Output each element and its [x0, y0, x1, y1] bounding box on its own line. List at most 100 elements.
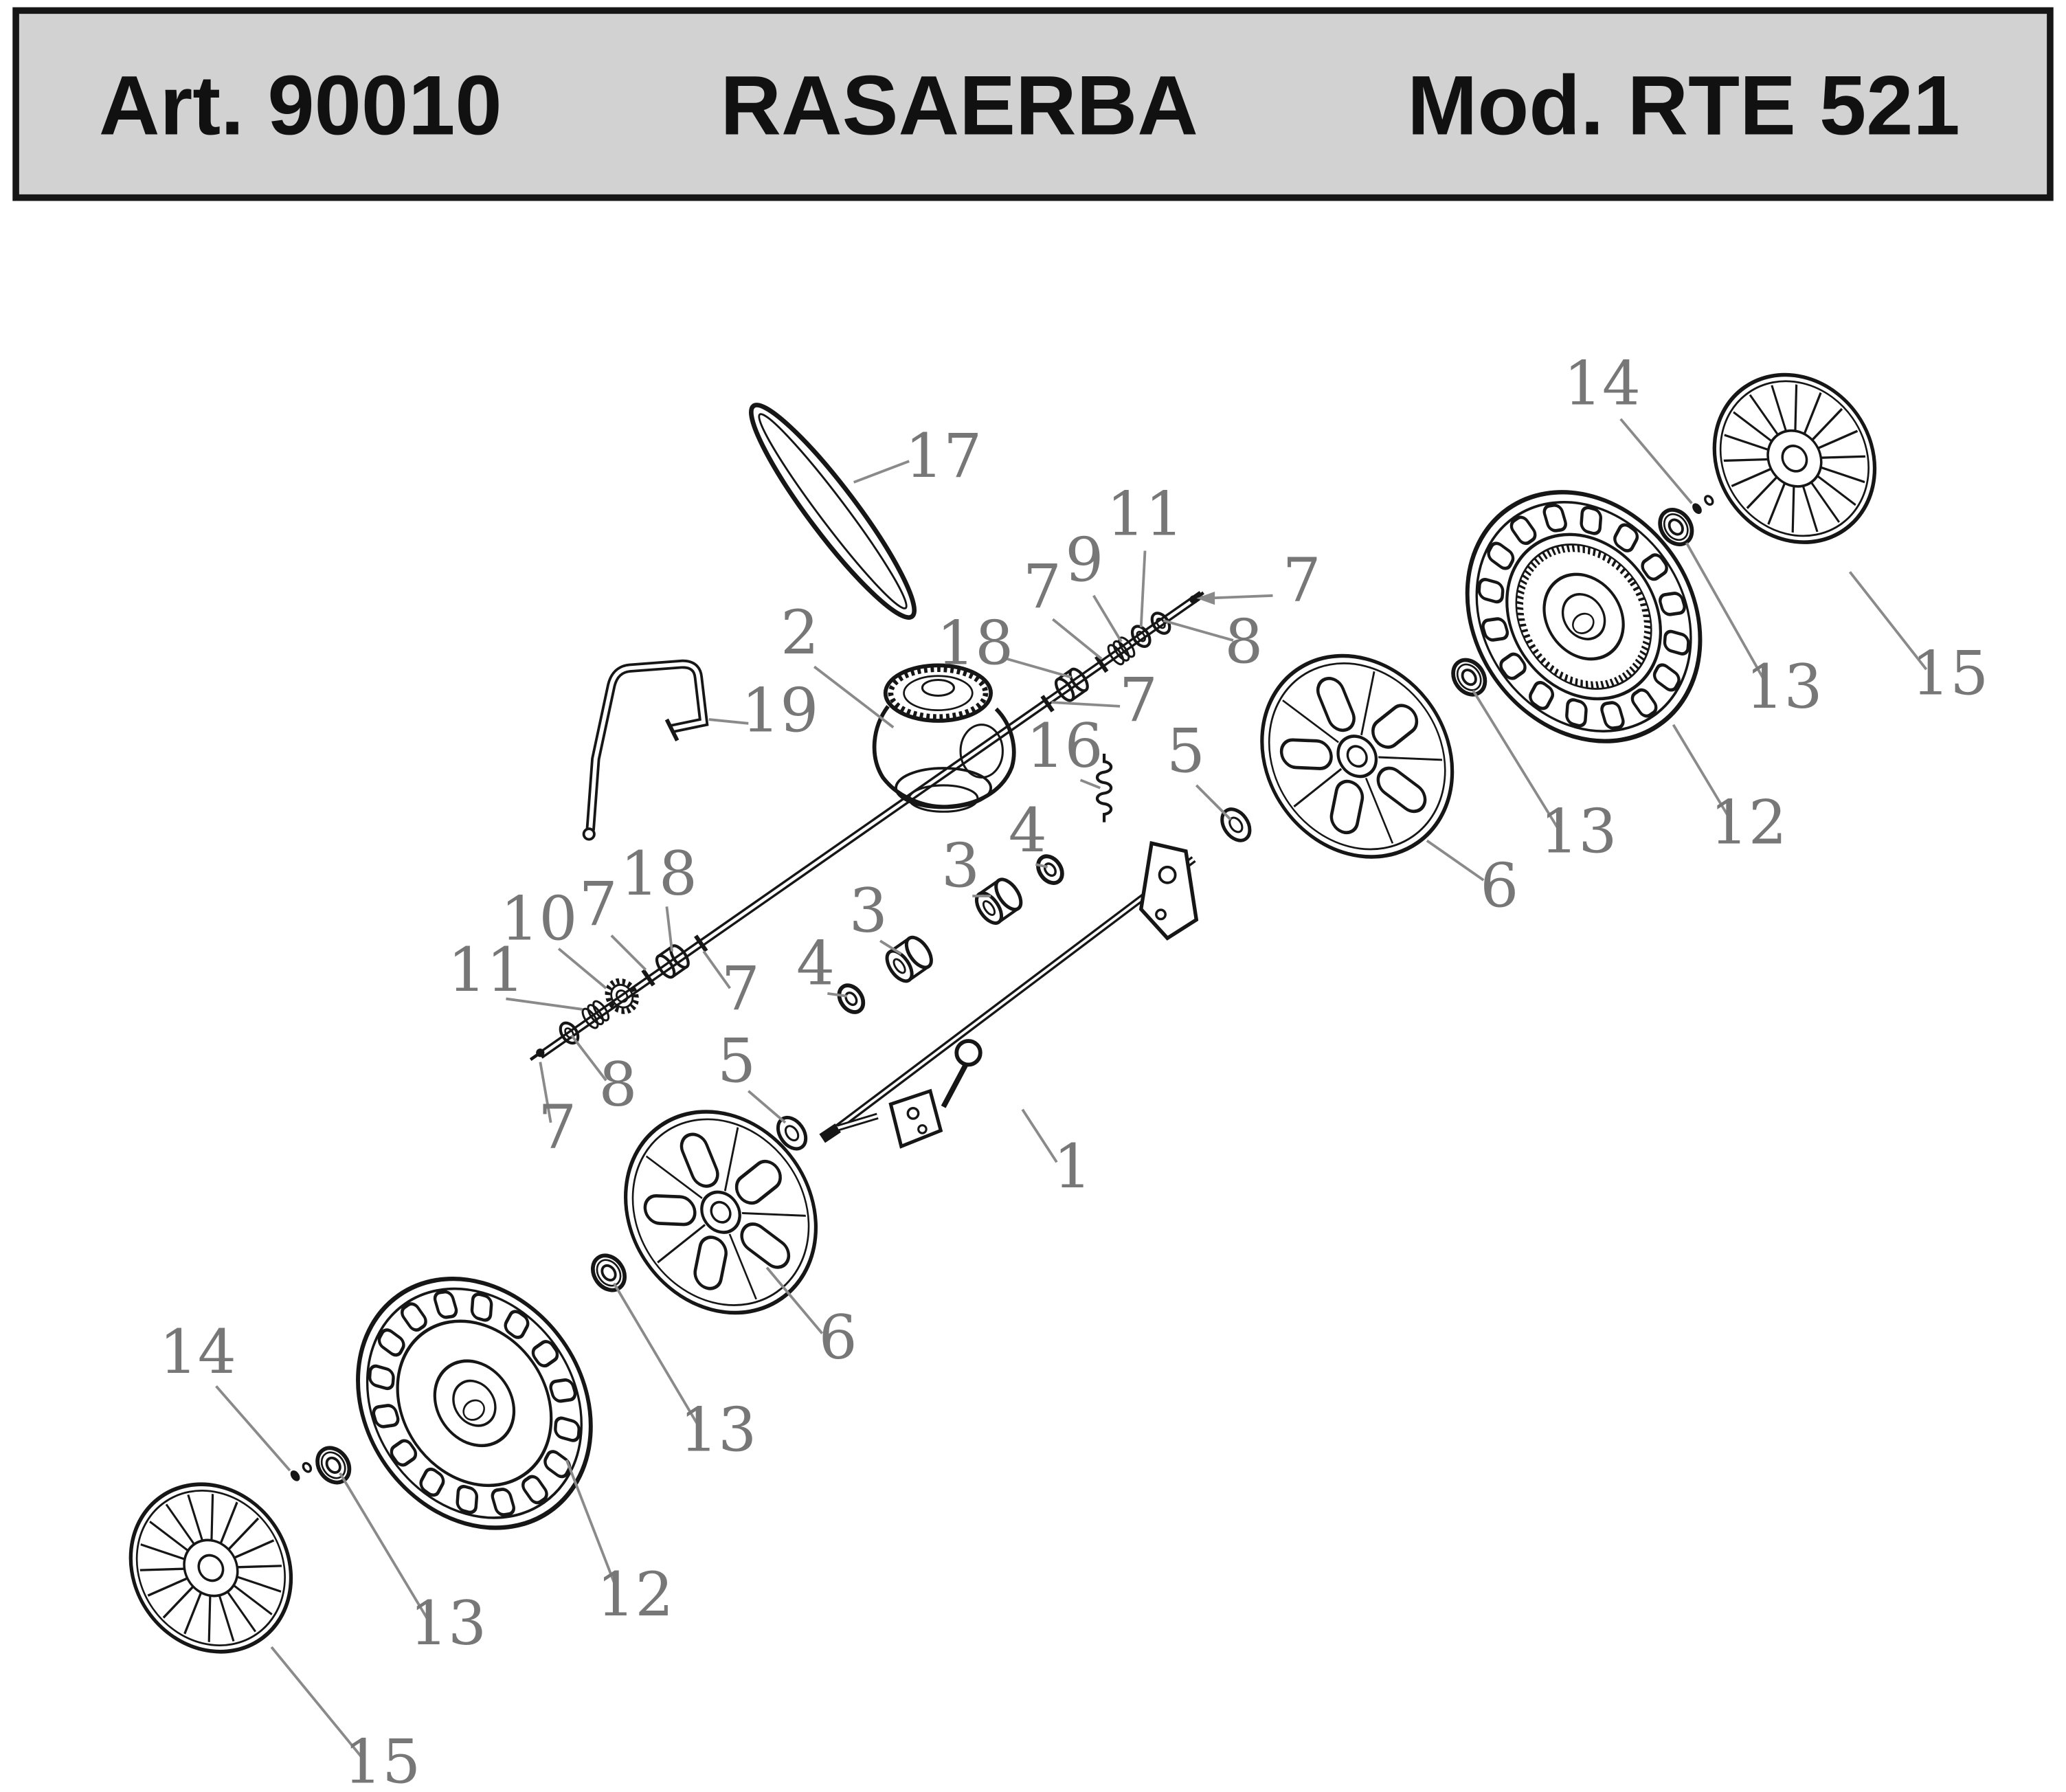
lever-knob: [954, 1039, 983, 1067]
leader-line: [339, 1472, 429, 1619]
callout-6-left: 6: [765, 1266, 857, 1373]
callout-label: 8: [598, 1049, 637, 1120]
leader-line: [748, 1090, 787, 1124]
leader-line: [1021, 1108, 1058, 1163]
callout-label: 7: [721, 953, 760, 1024]
leader-line: [765, 1266, 824, 1334]
leader-line: [1092, 594, 1123, 642]
callout-3-upper: 3: [941, 831, 991, 901]
callout-label: 7: [1283, 544, 1321, 615]
part-nut-4-lower: [834, 981, 868, 1016]
callout-label: 3: [941, 831, 980, 901]
callout-6-right: 6: [1426, 839, 1518, 921]
part-bolt-14-left: [287, 1459, 315, 1484]
callout-4-upper: 4: [1009, 795, 1048, 869]
callout-8-upper: 8: [1163, 607, 1263, 677]
leader-line: [1685, 542, 1767, 684]
leader-line: [1139, 550, 1147, 627]
leader-arrowhead: [1196, 592, 1215, 605]
leader-line: [665, 906, 673, 952]
callout-label: 18: [620, 838, 697, 909]
callout-10: 10: [500, 883, 607, 989]
callout-label: 11: [448, 934, 525, 1005]
leader-line: [610, 934, 647, 971]
part-bearing-13-right-outer: [1654, 504, 1698, 550]
callout-label: 1: [1053, 1131, 1092, 1202]
callout-15-right: 15: [1848, 571, 1988, 709]
callout-label: 18: [936, 607, 1013, 678]
leader-line: [1848, 571, 1928, 671]
callout-label: 7: [538, 1091, 576, 1162]
leader-line: [539, 1062, 552, 1123]
part-bearing-13-left-outer: [311, 1442, 356, 1488]
leader-line: [827, 992, 848, 998]
callout-5-right: 5: [1167, 716, 1232, 821]
callout-label: 12: [596, 1559, 673, 1630]
callout-2: 2: [781, 597, 895, 729]
callout-label: 13: [1540, 796, 1617, 867]
callout-14-left: 14: [159, 1317, 291, 1472]
callout-label: 5: [717, 1025, 756, 1096]
leader-line: [813, 665, 895, 729]
callout-label: 17: [905, 421, 982, 491]
callout-18-lower: 18: [620, 838, 697, 952]
header-model: Mod. RTE 521: [1407, 59, 1960, 153]
callout-label: 2: [781, 597, 819, 668]
wheel-gear-ring: [1516, 544, 1652, 689]
leader-line: [557, 948, 607, 989]
callout-label: 11: [1106, 479, 1183, 550]
header-bar: Art. 90010 RASAERBA Mod. RTE 521: [12, 7, 2054, 201]
leader-line: [1672, 724, 1730, 818]
part-bearing-13-left-inner: [586, 1249, 631, 1296]
callout-label: 13: [1745, 651, 1822, 722]
part-disc-6-right: [1260, 653, 1455, 859]
callout-label: 3: [849, 875, 888, 946]
callout-label: 10: [500, 883, 577, 954]
callout-7-lower-a: 7: [579, 869, 647, 971]
callout-label: 6: [819, 1302, 857, 1373]
callout-label: 5: [1167, 716, 1205, 787]
part-belt-17: [749, 403, 917, 620]
part-wheel-12-right: [1465, 490, 1703, 743]
callout-13-right-outer: 13: [1685, 542, 1823, 722]
callout-label: 9: [1065, 525, 1103, 596]
callout-12-left: 12: [565, 1459, 673, 1630]
leader-line: [270, 1646, 362, 1758]
header-frame: [12, 7, 2054, 201]
callout-13-left-inner: 13: [613, 1282, 756, 1465]
callout-label: 15: [1911, 638, 1988, 709]
callout-label: 4: [796, 928, 835, 998]
callout-label: 19: [741, 675, 818, 746]
part-gearbox-2: [872, 663, 1016, 813]
callout-7-gearbox: 7: [1051, 664, 1158, 735]
part-bolt-14-right: [1689, 492, 1716, 517]
callout-4-lower: 4: [796, 928, 848, 998]
callout-label: 13: [409, 1588, 486, 1659]
leader-line: [1079, 779, 1101, 789]
callout-label: 7: [1023, 551, 1062, 622]
callout-label: 14: [1564, 348, 1641, 419]
callout-label: 6: [1480, 850, 1518, 921]
leader-line: [1619, 418, 1693, 504]
part-washer-5-left: [772, 1112, 811, 1154]
leader-line: [570, 1035, 607, 1082]
leader-line: [1051, 701, 1121, 708]
part-wheel-12-left: [356, 1276, 593, 1530]
callout-18-upper: 18: [936, 607, 1072, 679]
callout-label: 15: [344, 1727, 420, 1792]
header-title: RASAERBA: [720, 59, 1198, 153]
callout-14-right: 14: [1564, 348, 1693, 504]
leader-line: [613, 1282, 700, 1426]
callout-label: 7: [579, 869, 618, 939]
callout-13-left-outer: 13: [339, 1472, 486, 1659]
leader-line: [1052, 618, 1103, 660]
leader-line: [565, 1459, 618, 1590]
callout-label: 12: [1710, 787, 1787, 858]
callout-label: 13: [680, 1394, 756, 1465]
callout-7-lower-end: 7: [538, 1062, 576, 1162]
leader-line: [879, 939, 902, 956]
callout-16: 16: [1026, 710, 1103, 789]
leader-line: [708, 718, 749, 725]
